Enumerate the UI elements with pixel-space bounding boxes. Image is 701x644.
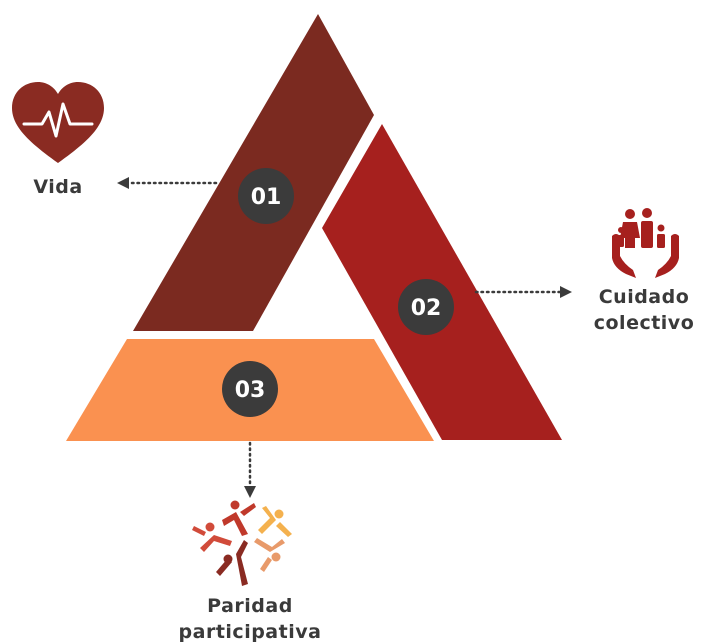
people-circle-icon: [192, 500, 292, 586]
label-vida: Vida: [33, 176, 82, 198]
connector-02: [474, 286, 572, 298]
connector-01: [117, 177, 218, 189]
connector-03: [244, 441, 256, 498]
badge-02-number: 02: [411, 296, 442, 321]
arrowhead-right-icon: [560, 286, 572, 298]
badge-01: 01: [238, 168, 294, 224]
heart-pulse-icon: [12, 82, 104, 163]
arrowhead-down-icon: [244, 486, 256, 498]
badge-01-number: 01: [251, 185, 282, 210]
label-cuidado-line-2: colectivo: [594, 312, 695, 334]
hands-family-icon: [612, 208, 679, 278]
badge-03-number: 03: [235, 378, 266, 403]
badge-03: 03: [222, 361, 278, 417]
label-paridad-line-2: participativa: [179, 621, 322, 643]
family-icon: [618, 208, 665, 248]
segment-02-shape: [322, 124, 562, 440]
badge-02: 02: [398, 279, 454, 335]
label-cuidado-line-1: Cuidado: [599, 286, 690, 308]
arrowhead-left-icon: [117, 177, 129, 189]
label-paridad-line-1: Paridad: [207, 595, 293, 617]
